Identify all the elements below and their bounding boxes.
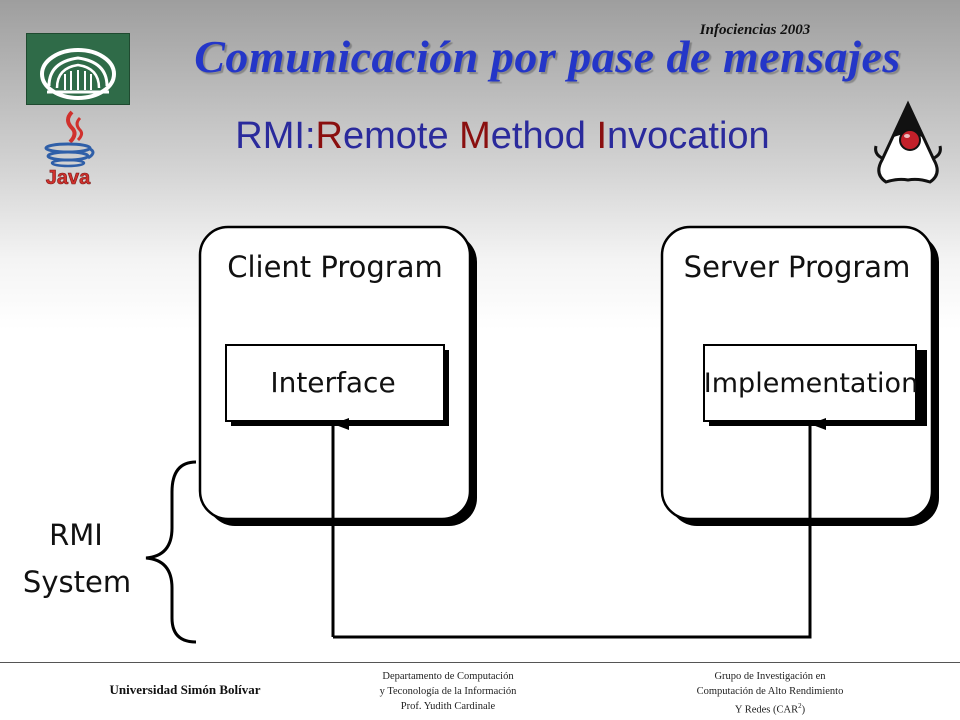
subtitle-word-ethod: ethod bbox=[490, 115, 597, 157]
footer-dept-line-3: Prof. Yudith Cardinale bbox=[400, 701, 496, 712]
java-cup-icon: Java bbox=[44, 110, 95, 189]
java-logo: Java bbox=[28, 108, 108, 189]
footer-research-group: Grupo de Investigación en Computación de… bbox=[640, 669, 900, 718]
footer-dept-line-1: Departamento de Computación bbox=[382, 671, 514, 682]
footer-group-line-3-prefix: Y Redes (CAR bbox=[734, 704, 799, 716]
java-logo-text: Java bbox=[46, 167, 91, 188]
footer-group-line-2: Computación de Alto Rendimiento bbox=[696, 686, 844, 697]
footer-group-line-3-sup: 2 bbox=[798, 702, 802, 710]
usb-arches-icon bbox=[40, 48, 116, 100]
rmi-label: RMI bbox=[49, 518, 103, 552]
subtitle-letter-m: M bbox=[459, 115, 491, 157]
footer-group-line-3-suffix: ) bbox=[801, 704, 806, 716]
subtitle-letter-r: R bbox=[315, 115, 343, 157]
conference-label: Infociencias 2003 bbox=[699, 22, 811, 38]
subtitle-letter-i: I bbox=[596, 115, 608, 157]
slide-subtitle: RMI:Remote Method Invocation bbox=[130, 115, 875, 158]
subtitle-prefix: RMI: bbox=[235, 115, 316, 157]
slide-title: Comunicación por pase de mensajes bbox=[194, 31, 901, 82]
duke-mascot bbox=[872, 100, 944, 188]
system-label: System bbox=[23, 565, 131, 599]
footer-dept-line-2: y Teconología de la Información bbox=[379, 686, 517, 697]
duke-mascot-icon bbox=[874, 100, 942, 184]
implementation-label: Implementation bbox=[704, 368, 918, 399]
footer-university: Universidad Simón Bolívar bbox=[109, 682, 261, 697]
subtitle-word-emote: emote bbox=[342, 115, 460, 157]
interface-label: Interface bbox=[270, 366, 395, 399]
server-arrow-line bbox=[333, 418, 826, 639]
implementation-box bbox=[703, 344, 917, 422]
usb-logo bbox=[26, 33, 130, 105]
client-program-title: Client Program bbox=[227, 250, 443, 284]
server-program-title: Server Program bbox=[684, 250, 911, 284]
rmi-system-brace bbox=[145, 460, 197, 644]
footer-divider bbox=[0, 662, 960, 663]
footer-department: Departamento de Computación y Teconologí… bbox=[318, 669, 578, 714]
footer-group-line-1: Grupo de Investigación en bbox=[714, 671, 826, 682]
interface-box bbox=[225, 344, 445, 422]
subtitle-word-nvocation: nvocation bbox=[607, 115, 770, 157]
footer-group-line-3: Y Redes (CAR2) bbox=[640, 699, 900, 718]
